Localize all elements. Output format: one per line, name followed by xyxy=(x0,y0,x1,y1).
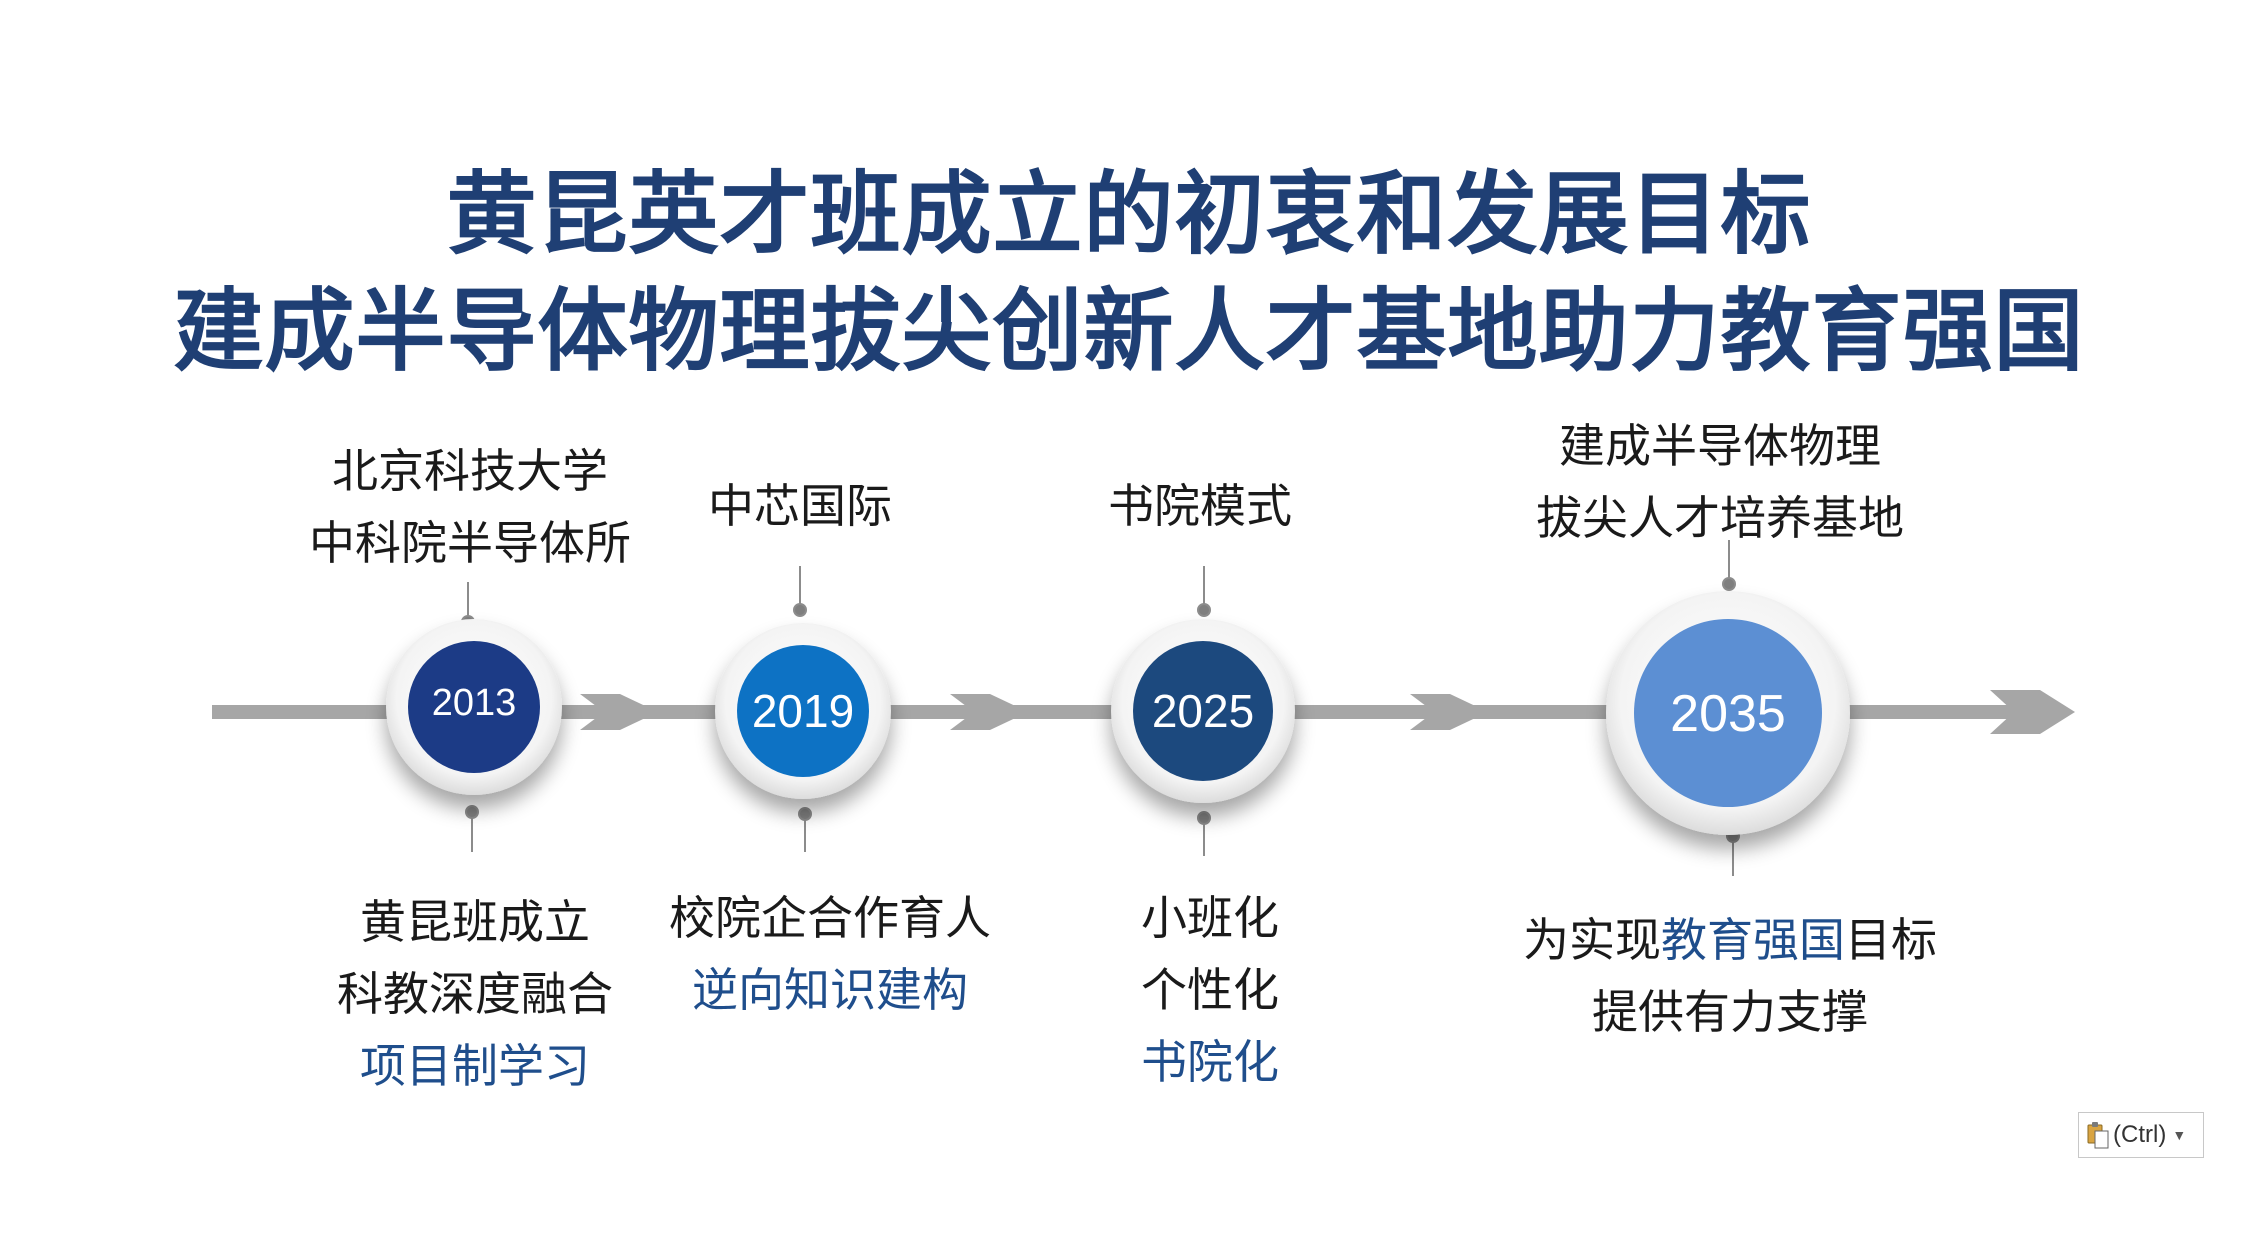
milestone-2035-bottom-highlight: 教育强国 xyxy=(1661,913,1845,967)
milestone-2025-bottom-line-2: 个性化 xyxy=(1141,963,1279,1017)
milestone-2035-bottom-line-1: 为实现教育强国目标 xyxy=(1490,904,1970,976)
milestone-2035-top: 建成半导体物理 拔尖人才培养基地 xyxy=(1510,410,1930,554)
milestone-2019-top-line-1: 中芯国际 xyxy=(708,479,892,533)
year-label-2013: 2013 xyxy=(431,682,517,724)
dropdown-arrow-icon: ▼ xyxy=(2172,1127,2187,1143)
milestone-2013-top: 北京科技大学 中科院半导体所 xyxy=(300,435,640,579)
milestone-2019-bottom-line-1: 校院企合作育人 xyxy=(669,891,991,945)
year-label-2019: 2019 xyxy=(751,685,855,737)
milestone-2019-bottom: 校院企合作育人 逆向知识建构 xyxy=(630,882,1030,1026)
node-2035 xyxy=(1606,591,1850,835)
clipboard-icon xyxy=(2087,1121,2109,1149)
milestone-2035-bottom: 为实现教育强国目标 提供有力支撑 xyxy=(1490,904,1970,1048)
milestone-2013-top-line-2: 中科院半导体所 xyxy=(309,516,631,570)
milestone-2035-top-line-1: 建成半导体物理 xyxy=(1559,419,1881,473)
milestone-2019-bottom-highlight: 逆向知识建构 xyxy=(692,963,968,1017)
paste-options-label: (Ctrl) xyxy=(2113,1121,2167,1148)
chevron-arrow-icon xyxy=(1410,694,1488,730)
milestone-2035-bottom-post: 目标 xyxy=(1845,913,1937,967)
year-label-2025: 2025 xyxy=(1151,685,1255,737)
milestone-2035-top-line-2: 拔尖人才培养基地 xyxy=(1536,491,1904,545)
arrowhead-icon xyxy=(1990,690,2075,734)
node-2013 xyxy=(386,619,562,795)
chevron-arrow-icon xyxy=(580,694,658,730)
milestone-2025-top: 书院模式 xyxy=(1040,470,1360,542)
milestone-2025-top-line-1: 书院模式 xyxy=(1108,479,1292,533)
node-2019 xyxy=(715,623,891,799)
title-line-1: 黄昆英才班成立的初衷和发展目标 xyxy=(446,162,1812,267)
milestone-2013-bottom-line-2: 科教深度融合 xyxy=(337,967,613,1021)
milestone-2013-bottom: 黄昆班成立 科教深度融合 项目制学习 xyxy=(300,886,650,1102)
milestone-2013-bottom-highlight: 项目制学习 xyxy=(360,1039,590,1093)
milestone-2013-top-line-1: 北京科技大学 xyxy=(332,444,608,498)
milestone-2025-bottom-highlight: 书院化 xyxy=(1141,1035,1279,1089)
chevron-arrow-icon xyxy=(950,694,1028,730)
year-label-2035: 2035 xyxy=(1670,685,1786,743)
milestone-2035-bottom-pre: 为实现 xyxy=(1523,913,1661,967)
milestone-2025-bottom-line-1: 小班化 xyxy=(1141,891,1279,945)
paste-options-button[interactable]: (Ctrl) ▼ xyxy=(2078,1112,2204,1158)
milestone-2025-bottom: 小班化 个性化 书院化 xyxy=(1060,882,1360,1098)
milestone-2013-bottom-line-1: 黄昆班成立 xyxy=(360,895,590,949)
milestone-2019-top: 中芯国际 xyxy=(640,470,960,542)
node-2025 xyxy=(1111,619,1295,803)
milestone-2035-bottom-line-2: 提供有力支撑 xyxy=(1592,985,1868,1039)
title-line-2: 建成半导体物理拔尖创新人才基地助力教育强国 xyxy=(173,279,2085,384)
